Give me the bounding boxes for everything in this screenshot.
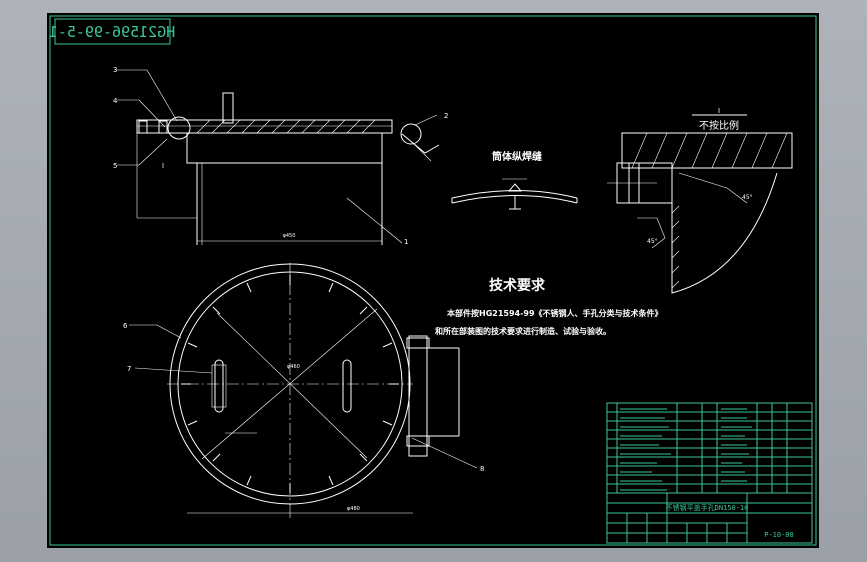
callout-5: 5 bbox=[113, 162, 117, 170]
tech-title: 技术要求 bbox=[489, 277, 546, 294]
title-block-code: P-10-08 bbox=[764, 531, 794, 539]
callout-8: 8 bbox=[480, 465, 484, 473]
drawing-canvas[interactable]: HG21596-99-5-1 bbox=[47, 13, 819, 548]
drawing-number-box bbox=[54, 18, 171, 45]
scale-note: 不按比例 bbox=[699, 119, 739, 132]
cad-drawing: HG21596-99-5-1 bbox=[49, 15, 817, 546]
callout-7: 7 bbox=[127, 365, 131, 373]
tech-line-1: 本部件按HG21594-99《不锈钢人、手孔分类与技术条件》 bbox=[446, 308, 663, 318]
callout-4: 4 bbox=[113, 97, 118, 105]
svg-text:45°: 45° bbox=[742, 194, 753, 201]
callout-leaders-plan bbox=[129, 324, 478, 469]
side-section-view: φ450 bbox=[136, 92, 440, 245]
callout-1: 1 bbox=[404, 238, 408, 246]
plan-view: φ480 φ460 bbox=[167, 263, 460, 518]
callout-2: 2 bbox=[444, 112, 448, 120]
callout-3: 3 bbox=[113, 66, 117, 74]
section-title: 筒体纵焊缝 bbox=[492, 150, 542, 163]
detail-mark-left: I bbox=[162, 162, 164, 170]
svg-text:45°: 45° bbox=[647, 238, 658, 245]
callout-leaders-left bbox=[117, 69, 438, 166]
detail-view: 45° 45° bbox=[607, 132, 793, 294]
svg-text:I: I bbox=[718, 107, 720, 115]
callout-6: 6 bbox=[123, 322, 128, 330]
parts-list-table bbox=[606, 402, 813, 544]
tech-line-2: 和所在部装图的技术要求进行制造、试验与验收。 bbox=[435, 326, 611, 336]
svg-text:φ480: φ480 bbox=[347, 506, 360, 512]
title-block-title: 不锈钢平盖手孔DN150-10 bbox=[666, 503, 749, 512]
drawing-border bbox=[49, 15, 817, 546]
drawing-number-mirrored: HG21596-99-5-1 bbox=[49, 23, 175, 41]
weld-sketch bbox=[451, 178, 578, 210]
svg-text:φ450: φ450 bbox=[283, 233, 296, 239]
svg-text:φ460: φ460 bbox=[287, 364, 300, 370]
